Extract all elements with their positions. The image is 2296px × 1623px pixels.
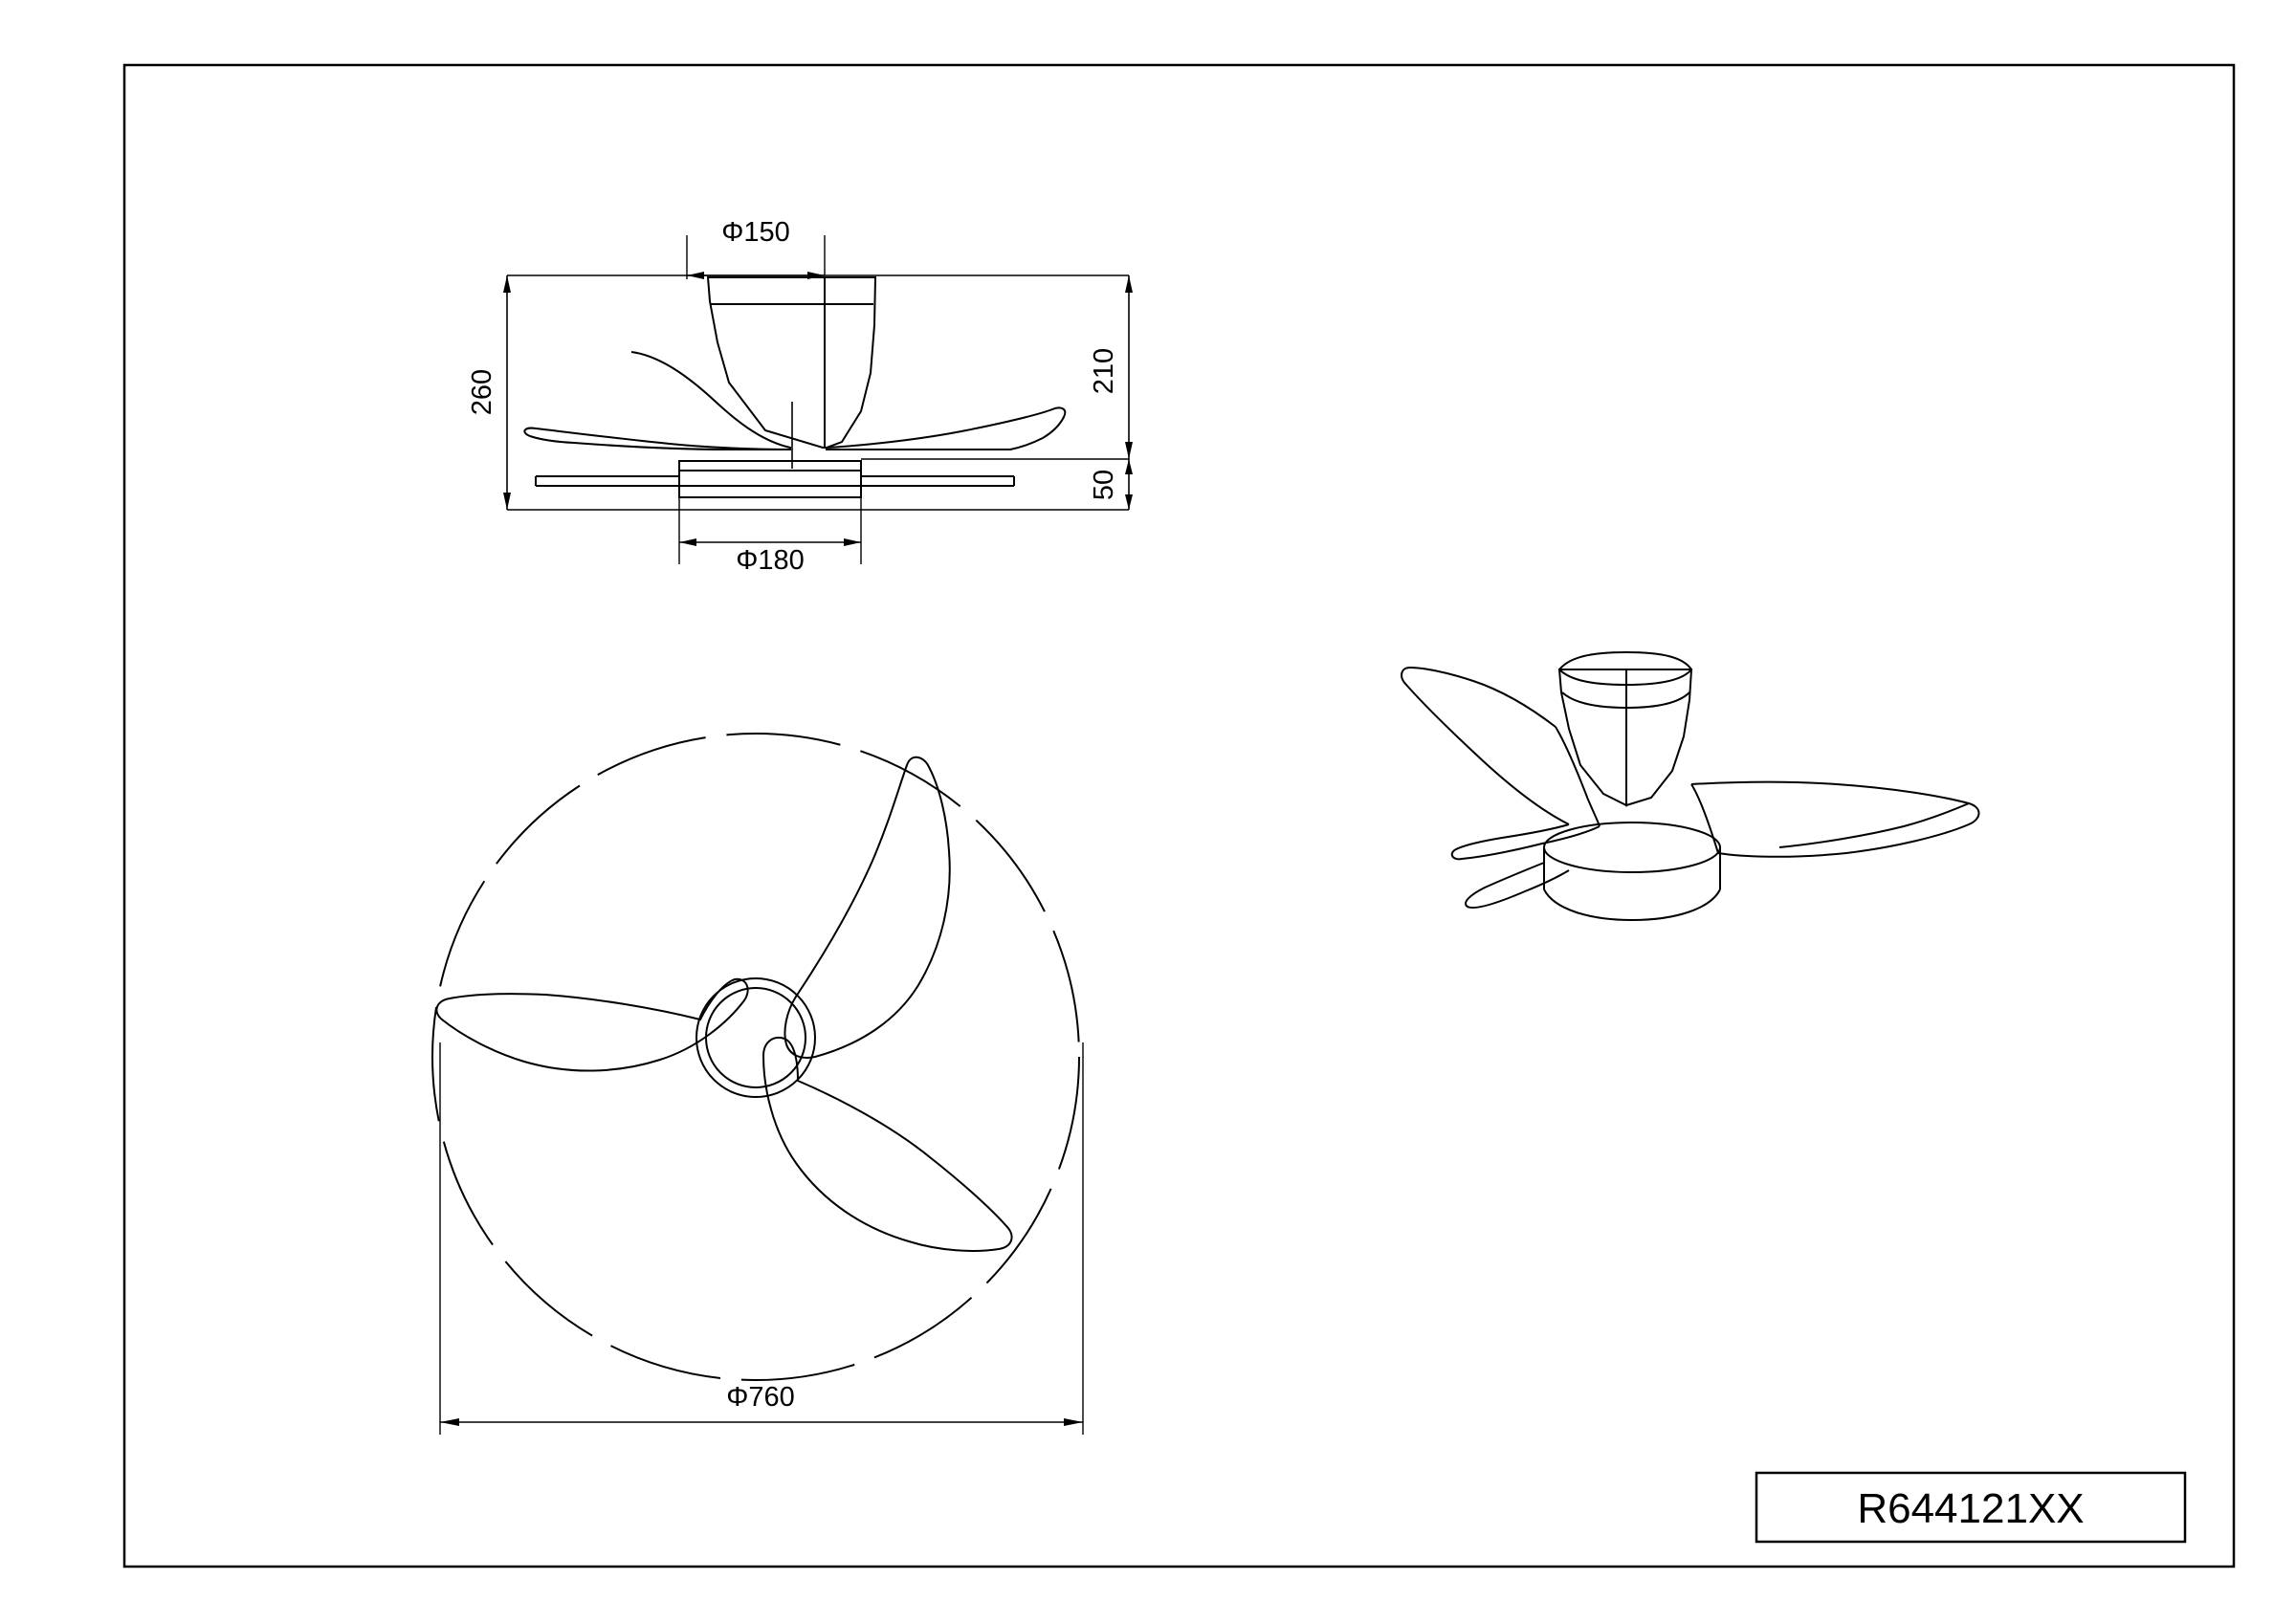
persp-blade-b-outline <box>1690 780 1980 858</box>
dim-label-canopy-height: 50 <box>1089 470 1119 500</box>
dim-label-sweep-diameter: Φ760 <box>726 1382 795 1413</box>
persp-blade-a-upper <box>1401 666 1570 825</box>
persp-hub-band <box>1561 691 1690 710</box>
arrow-180-left <box>679 538 696 546</box>
persp-canopy-bottom <box>1543 888 1721 922</box>
blade-left-lower <box>573 442 790 450</box>
persp-blade-b-edge <box>1778 802 1970 848</box>
dim-label-overall-height: 260 <box>467 369 497 415</box>
persp-blade-b-inner <box>1690 783 1719 854</box>
part-number-label: R644121XX <box>1857 1485 2084 1532</box>
dim-label-body-height: 210 <box>1089 348 1119 394</box>
hub-body-left <box>706 276 826 449</box>
title-block-box <box>1755 1471 2187 1544</box>
arrow-760-left <box>440 1418 459 1426</box>
persp-blade-a-lower <box>1450 823 1601 861</box>
plan-blade-3 <box>435 977 749 1072</box>
side-elevation-view: Φ150 260 210 50 Φ1 <box>467 217 1133 576</box>
arrow-50-top <box>1125 459 1133 474</box>
canopy-plate <box>678 460 862 498</box>
blade-left-side <box>523 351 791 451</box>
hub-body-right <box>824 276 877 449</box>
arrow-760-right <box>1064 1418 1083 1426</box>
blade-right-side <box>826 406 1067 450</box>
persp-blade-c-outline <box>1465 862 1570 909</box>
plan-hub-outer <box>695 977 816 1098</box>
arrow-210-top <box>1125 275 1133 293</box>
dim-label-hub-diameter: Φ150 <box>721 217 790 248</box>
perspective-view <box>1401 650 1980 922</box>
arrow-210-bottom <box>1125 442 1133 459</box>
plan-hub-inner <box>705 987 806 1088</box>
arrow-260-top <box>503 275 511 293</box>
arrow-50-bottom <box>1125 494 1133 510</box>
plan-bottom-view: Φ760 <box>431 733 1084 1435</box>
plan-blade-2 <box>762 1037 1013 1252</box>
plan-blade-1 <box>784 756 951 1059</box>
sheet-border <box>122 63 2236 1568</box>
persp-blade-a-inner <box>1555 726 1601 827</box>
dim-label-canopy-diameter: Φ180 <box>736 545 805 576</box>
arrow-180-right <box>844 538 861 546</box>
arrow-260-bottom <box>503 493 511 510</box>
sweep-circle <box>431 733 1080 1381</box>
persp-hub-left <box>1557 669 1627 807</box>
persp-hub-right <box>1625 669 1693 807</box>
persp-canopy-top <box>1543 822 1721 873</box>
persp-hub-top <box>1557 650 1693 687</box>
